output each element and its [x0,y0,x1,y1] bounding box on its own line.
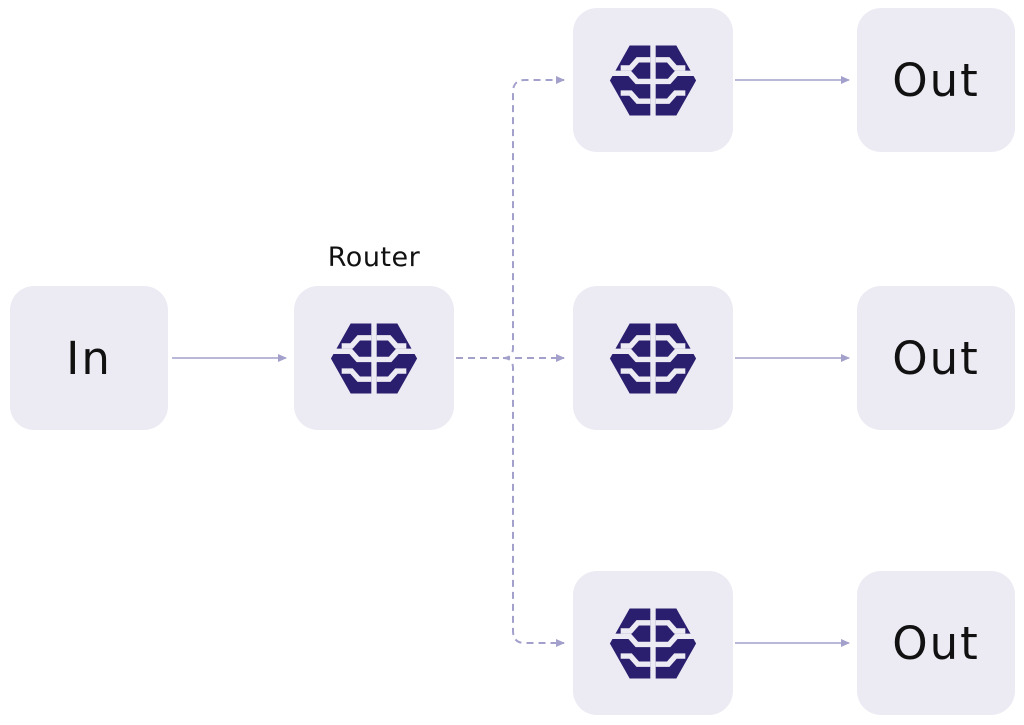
model-node-2 [573,286,733,430]
output-node-label: Out [892,616,980,670]
brain-icon [609,322,697,394]
output-node-label: Out [892,331,980,385]
output-node-3: Out [857,571,1015,715]
output-node-2: Out [857,286,1015,430]
model-node-1 [573,8,733,152]
brain-icon [330,322,418,394]
model-node-3 [573,571,733,715]
edge-router-to-model-1 [502,76,565,359]
router-node-title: Router [327,242,421,273]
input-node: In [10,286,168,430]
brain-icon [609,607,697,679]
router-node [294,286,454,430]
input-node-label: In [66,331,112,385]
output-node-label: Out [892,53,980,107]
output-node-1: Out [857,8,1015,152]
edge-router-to-model-3 [502,357,565,647]
brain-icon [609,44,697,116]
